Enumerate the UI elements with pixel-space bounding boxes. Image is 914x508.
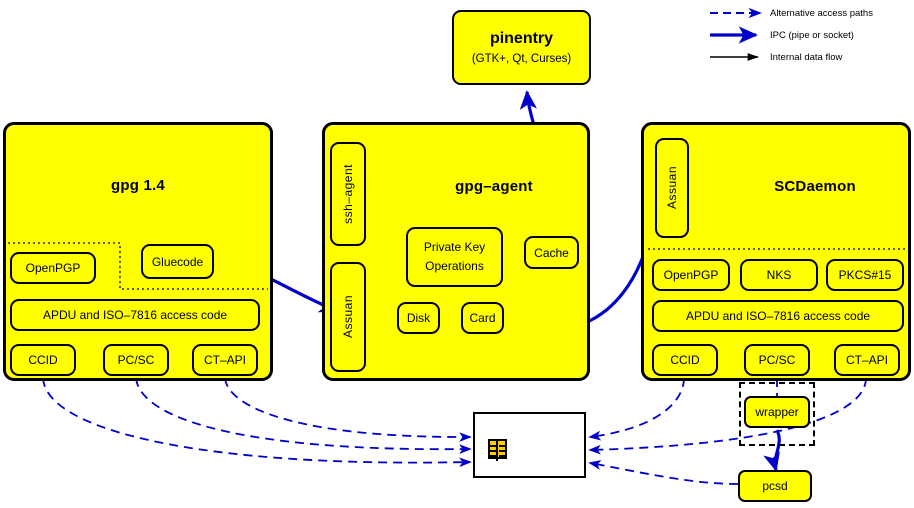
wrapper-box[interactable]: wrapper bbox=[744, 396, 810, 428]
scdaemon-reader-ccid[interactable]: CCID bbox=[652, 344, 718, 376]
gpg-gluecode-box[interactable]: Gluecode bbox=[141, 244, 214, 279]
gpg-agent-ssh-agent-box[interactable]: ssh–agent bbox=[330, 142, 366, 246]
gpg-reader-ctapi[interactable]: CT–API bbox=[192, 344, 258, 376]
scdaemon-module-title: SCDaemon bbox=[774, 178, 856, 195]
scdaemon-app-pkcs15[interactable]: PKCS#15 bbox=[826, 259, 904, 291]
wrapper-dashed-frame bbox=[739, 382, 815, 446]
legend-row-alt-paths: Alternative access paths bbox=[708, 2, 908, 24]
pinentry-title: pinentry bbox=[489, 30, 554, 47]
legend-glyph-thick-arrow bbox=[708, 24, 770, 46]
legend-row-internal-flow: Internal data flow bbox=[708, 46, 908, 68]
alt-gpg-pcsc-to-card bbox=[135, 377, 472, 454]
smartcard-box[interactable] bbox=[473, 412, 586, 478]
gpg-reader-ccid[interactable]: CCID bbox=[10, 344, 76, 376]
private-key-line-2: Operations bbox=[425, 259, 484, 273]
private-key-line-1: Private Key bbox=[423, 240, 486, 255]
scdaemon-assuan-box[interactable]: Assuan bbox=[655, 138, 689, 238]
legend-label-ipc: IPC (pipe or socket) bbox=[770, 29, 854, 41]
alt-pcsd-to-card bbox=[588, 460, 739, 485]
scdaemon-app-nks[interactable]: NKS bbox=[740, 259, 818, 291]
gpg-agent-cache-box[interactable]: Cache bbox=[524, 236, 579, 269]
pcsd-box[interactable]: pcsd bbox=[738, 470, 812, 502]
alt-gpg-ctapi-to-card bbox=[224, 377, 472, 442]
scdaemon-app-openpgp[interactable]: OpenPGP bbox=[652, 259, 730, 291]
gpg-agent-module-title: gpg–agent bbox=[455, 178, 533, 195]
gpg-agent-private-key-operations-box[interactable]: Private Key Operations bbox=[406, 227, 503, 287]
alt-gpg-ccid-to-card bbox=[42, 377, 472, 468]
gpg-agent-ssh-agent-label: ssh–agent bbox=[341, 164, 355, 224]
gpg-openpgp-box[interactable]: OpenPGP bbox=[10, 252, 96, 284]
gpg-apdu-box[interactable]: APDU and ISO–7816 access code bbox=[10, 299, 260, 331]
scdaemon-reader-pcsc[interactable]: PC/SC bbox=[744, 344, 810, 376]
gpg-reader-pcsc[interactable]: PC/SC bbox=[103, 344, 169, 376]
gpg-agent-assuan-box[interactable]: Assuan bbox=[330, 262, 366, 372]
gpg-module-title: gpg 1.4 bbox=[111, 177, 165, 194]
scdaemon-apdu-box[interactable]: APDU and ISO–7816 access code bbox=[652, 300, 904, 332]
scdaemon-reader-ctapi[interactable]: CT–API bbox=[834, 344, 900, 376]
legend-glyph-dashed-arrow bbox=[708, 2, 770, 24]
gpg-agent-disk-box[interactable]: Disk bbox=[397, 302, 440, 334]
legend: Alternative access paths IPC (pipe or so… bbox=[708, 2, 908, 68]
gpg-agent-card-box[interactable]: Card bbox=[461, 302, 504, 334]
scdaemon-assuan-label: Assuan bbox=[665, 166, 679, 210]
alt-scd-ctapi-to-card bbox=[588, 377, 867, 455]
legend-label-internal-flow: Internal data flow bbox=[770, 51, 843, 63]
legend-row-ipc: IPC (pipe or socket) bbox=[708, 24, 908, 46]
pinentry-subtitle: (GTK+, Qt, Curses) bbox=[471, 53, 572, 65]
alt-scd-ccid-to-card bbox=[588, 377, 685, 441]
legend-label-alt-paths: Alternative access paths bbox=[770, 7, 873, 19]
gpg-agent-assuan-label: Assuan bbox=[341, 295, 355, 339]
smartcard-chip-icon bbox=[488, 439, 507, 461]
legend-glyph-thin-arrow bbox=[708, 46, 770, 68]
pinentry-box[interactable]: pinentry (GTK+, Qt, Curses) bbox=[452, 10, 591, 85]
